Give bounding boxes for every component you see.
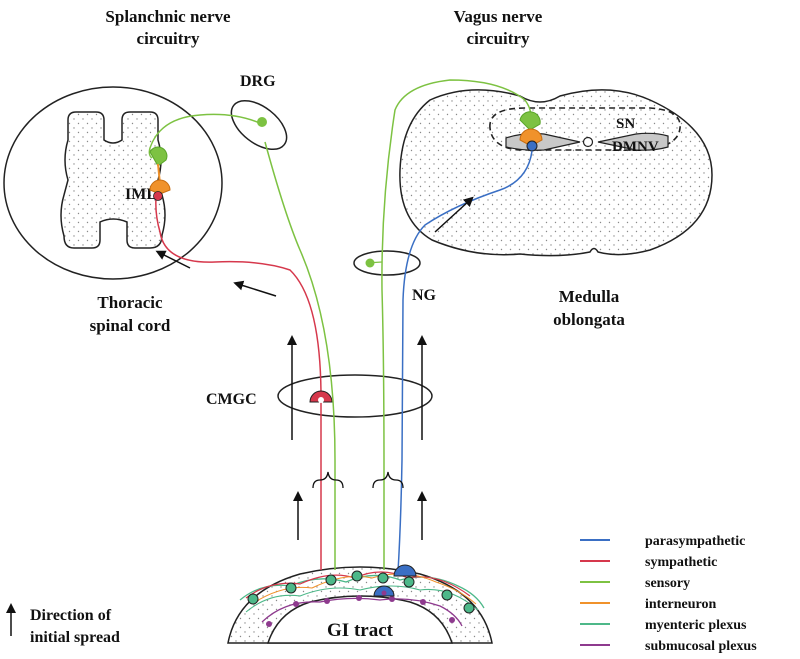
spinal-interneuron (149, 179, 171, 195)
myenteric-plexus-fiber-b (245, 585, 479, 613)
spread-arrows (155, 196, 474, 540)
direction-legend-line1: Direction of (30, 607, 112, 624)
spinal-cord-outline (3, 86, 223, 280)
medulla-outline (399, 89, 713, 257)
drg-label: DRG (240, 73, 276, 90)
sensory-splanchnic-fiber (264, 141, 336, 570)
thoracic-label-line2: spinal cord (90, 316, 171, 335)
iml-label: IML (125, 186, 157, 203)
cmgc-sympathetic-neuron (309, 390, 333, 403)
myenteric-cells (247, 570, 475, 614)
drg-sensory-neuron (257, 117, 267, 127)
legend-label-4: myenteric plexus (645, 618, 747, 633)
vagus-title-line1: Vagus nerve (454, 7, 543, 26)
medulla-label-line2: oblongata (553, 310, 625, 329)
iml-sympathetic-neuron (153, 191, 163, 201)
legend-label-2: sensory (645, 576, 690, 591)
thoracic-label-line1: Thoracic (97, 293, 163, 312)
sn-label: SN (616, 116, 635, 132)
spinal-sensory-terminal (149, 146, 168, 167)
sensory-splanchnic-central (148, 113, 263, 159)
sympathetic-fiber-upper (155, 197, 322, 399)
color-legend: parasympathetic sympathetic sensory interne… (580, 534, 757, 654)
legend-label-0: parasympathetic (645, 534, 745, 549)
gi-tract-label: GI tract (327, 620, 394, 641)
dmnv-nucleus-right (597, 132, 669, 151)
central-canal (582, 136, 594, 148)
splanchnic-title-line1: Splanchnic nerve (105, 7, 231, 26)
medulla-label-line1: Medulla (559, 287, 620, 306)
gi-tract-lumen (266, 595, 454, 644)
medulla-sensory-terminal (519, 111, 541, 131)
splanchnic-brace (312, 471, 344, 489)
ng-ganglion (353, 250, 421, 276)
medulla-interneuron (519, 128, 543, 147)
drg-ganglion (230, 99, 288, 151)
legend-label-3: interneuron (645, 597, 717, 612)
vagus-title-line2: circuitry (467, 29, 530, 48)
vagal-brace (372, 471, 404, 489)
medulla-oblongata: SN DMNV (399, 89, 713, 257)
dmnv-label: DMNV (612, 139, 659, 155)
ng-label: NG (412, 287, 437, 304)
enteric-parasympathetic-target (393, 564, 417, 577)
myenteric-plexus-fiber-a (239, 574, 485, 609)
sensory-vagal-fiber (381, 79, 532, 570)
submucosal-cells (266, 595, 455, 627)
cmgc-label: CMGC (206, 391, 257, 408)
thoracic-spinal-cord (3, 86, 223, 280)
legend-label-5: submucosal plexus (645, 639, 757, 654)
direction-legend-line2: initial spread (30, 629, 120, 646)
cmgc-ganglion (277, 374, 433, 418)
splanchnic-title-line2: circuitry (137, 29, 200, 48)
gray-matter-butterfly (60, 111, 166, 249)
legend-label-1: sympathetic (645, 555, 717, 570)
parasympathetic-fiber (397, 150, 533, 573)
dmnv-parasympathetic-neuron (526, 140, 538, 152)
